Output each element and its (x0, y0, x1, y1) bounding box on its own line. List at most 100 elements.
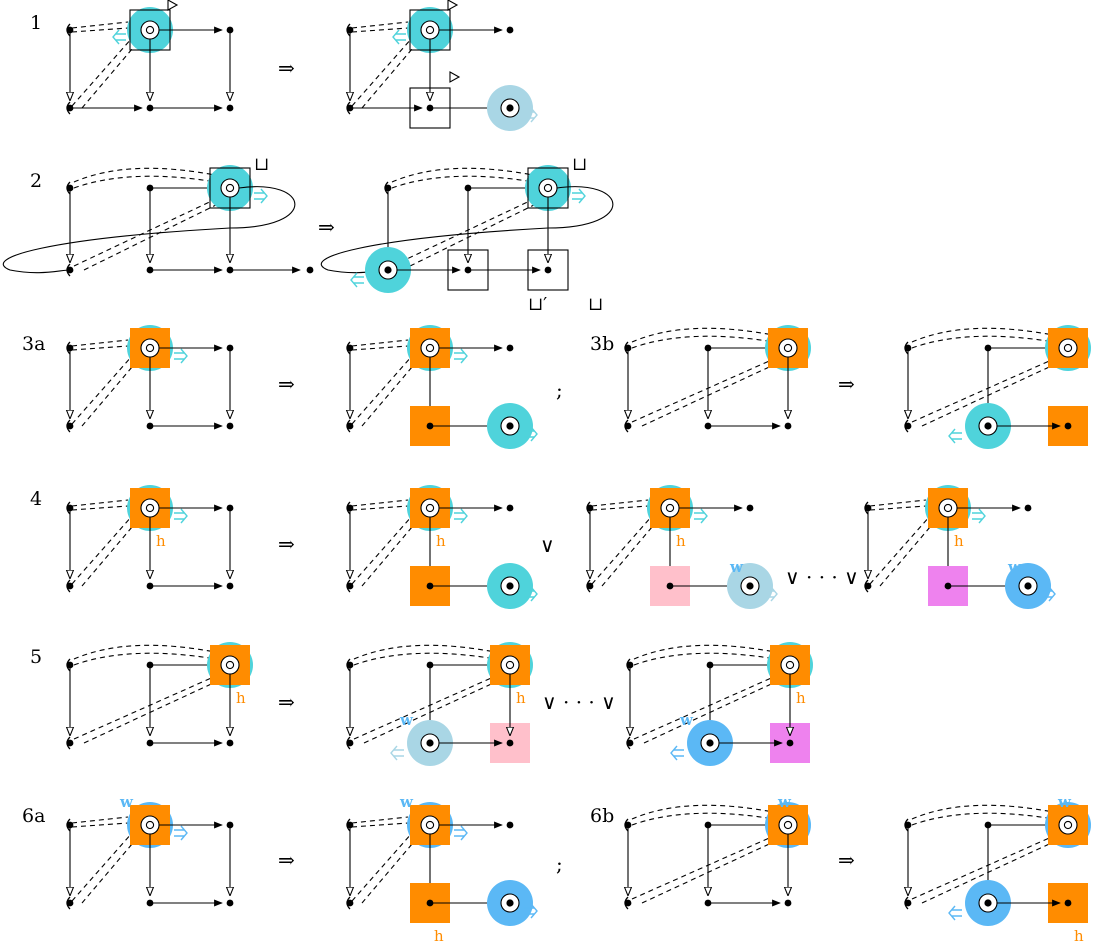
target-core (984, 422, 992, 430)
target-core-open (785, 660, 795, 670)
node-dot (346, 582, 354, 590)
target-core (506, 582, 514, 590)
edge-curve (351, 505, 409, 511)
edge-curve (351, 499, 409, 507)
edge-curve (921, 838, 1061, 904)
edge-curve (879, 519, 937, 587)
target-core-open (145, 25, 155, 35)
edge-curve (869, 515, 931, 585)
rule-label-5: 5 (30, 646, 43, 668)
flag-icon (447, 0, 459, 11)
target-core-open (225, 183, 235, 193)
node-dot (146, 266, 154, 274)
node-dot (66, 582, 74, 590)
double-arrow-right-icon (524, 107, 538, 123)
node-dot (624, 899, 632, 907)
double-arrow-left-icon (948, 905, 962, 921)
h-mark: h (676, 532, 686, 550)
node-dot (306, 266, 314, 274)
double-arrow-right-icon (694, 508, 708, 524)
edge-curve (391, 197, 537, 267)
node-dot (1064, 422, 1072, 430)
edge-curve (351, 27, 409, 33)
edge-curve (71, 816, 129, 824)
node-dot (226, 422, 234, 430)
edge-curve (911, 804, 1059, 820)
node-dot (506, 821, 514, 829)
edge-curve (591, 505, 649, 511)
node-dot (784, 422, 792, 430)
node-dot (506, 739, 514, 747)
cup-mark: ⊔ (254, 154, 269, 175)
cup-prime-mark: ⊔′ (528, 294, 547, 315)
double-arrow-right-icon (572, 188, 586, 204)
edge-curve (351, 822, 409, 828)
edge-curve (71, 505, 129, 511)
double-arrow-right-icon (524, 426, 538, 442)
double-arrow-right-icon (1042, 586, 1056, 602)
edge-curve (71, 37, 133, 107)
flag-icon (167, 0, 179, 11)
edge-curve (361, 359, 419, 427)
loop-edge (2, 186, 296, 274)
implies-arrow-1: ⇒ (278, 56, 295, 80)
node-dot (1064, 899, 1072, 907)
edge-curve (921, 361, 1061, 427)
edge-curve (633, 652, 777, 666)
target-core-open (783, 820, 793, 830)
implies-arrow-6a: ⇒ (278, 848, 295, 872)
edge-curve (631, 812, 775, 826)
or-dots-5: ∨ · · · ∨ (542, 690, 616, 714)
double-arrow-left-icon (670, 745, 684, 761)
edge-curve (73, 167, 221, 183)
target-core-open (425, 820, 435, 830)
edge-curve (869, 505, 927, 511)
edge-curve (71, 339, 129, 347)
double-arrow-right-icon (174, 825, 188, 841)
node-dot (624, 422, 632, 430)
edge-curve (361, 519, 419, 587)
node-dot (506, 344, 514, 352)
edge-curve (81, 836, 139, 904)
edge-curve (73, 644, 221, 660)
target-core-open (943, 503, 953, 513)
target-core (384, 266, 392, 274)
implies-arrow-6b: ⇒ (838, 848, 855, 872)
target-core-open (665, 503, 675, 513)
double-arrow-right-icon (174, 348, 188, 364)
double-arrow-left-icon (350, 272, 364, 288)
edge-curve (71, 832, 133, 902)
double-arrow-right-icon (454, 825, 468, 841)
target-core (984, 899, 992, 907)
implies-arrow-5: ⇒ (278, 690, 295, 714)
edge-curve (351, 339, 409, 347)
target-core (426, 739, 434, 747)
loop-edge (320, 186, 614, 274)
node-dot (904, 422, 912, 430)
w-mark: w (679, 711, 694, 729)
target-core-open (1063, 820, 1073, 830)
w-mark: w (399, 793, 414, 811)
node-dot (66, 899, 74, 907)
edge-curve (869, 499, 927, 507)
or-4: ∨ (540, 533, 555, 557)
edge-curve (351, 355, 413, 425)
edge-curve (81, 359, 139, 427)
target-core-open (1063, 343, 1073, 353)
rule-label-3a: 3a (22, 333, 46, 355)
edge-curve (353, 644, 501, 660)
edge-curve (391, 167, 539, 183)
edge-curve (631, 335, 775, 349)
target-core (1024, 582, 1032, 590)
double-arrow-right-icon (454, 348, 468, 364)
node-dot (66, 422, 74, 430)
node-dot (226, 899, 234, 907)
edge-curve (911, 327, 1059, 343)
node-dot (226, 582, 234, 590)
node-dot (586, 582, 594, 590)
edge-curve (353, 652, 497, 666)
double-arrow-left-icon (390, 745, 404, 761)
h-mark: h (156, 532, 166, 550)
